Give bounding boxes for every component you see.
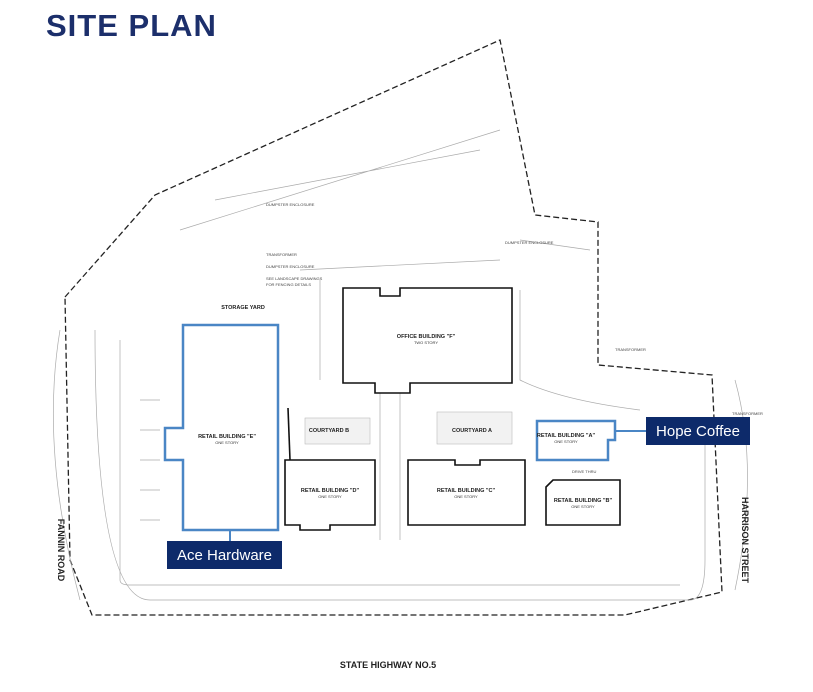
retail-d-stories: ONE STORY — [318, 494, 342, 499]
transformer-note: TRANSFORMER — [266, 252, 297, 257]
office-building-f — [342, 287, 513, 394]
retail-c-stories: ONE STORY — [454, 494, 478, 499]
courtyard-b-wall — [287, 407, 291, 461]
retail-building-b — [545, 479, 621, 526]
hope-coffee-callout: Hope Coffee — [646, 417, 750, 445]
retail-d-label: RETAIL BUILDING "D" — [301, 488, 360, 494]
retail-b-label: RETAIL BUILDING "B" — [554, 498, 613, 504]
dumpster-note: DUMPSTER ENCLOSURE — [266, 264, 315, 269]
fannin-road-label: FANNIN ROAD — [56, 519, 66, 582]
transformer-note: TRANSFORMER — [732, 411, 763, 416]
property-boundary — [64, 39, 723, 616]
courtyard-b-label: COURTYARD B — [309, 428, 349, 434]
landscape-note: FOR FENCING DETAILS — [266, 282, 311, 287]
dumpster-note: DUMPSTER ENCLOSURE — [505, 240, 554, 245]
retail-building-c — [407, 459, 526, 526]
retail-e-label: RETAIL BUILDING "E" — [198, 434, 256, 440]
retail-e-stories: ONE STORY — [215, 440, 239, 445]
retail-building-d — [284, 459, 376, 531]
retail-building-a — [535, 419, 617, 462]
office-f-stories: TWO STORY — [414, 340, 438, 345]
courtyard-a — [436, 411, 513, 445]
transformer-note: TRANSFORMER — [615, 347, 646, 352]
parking-lines — [53, 129, 748, 601]
retail-a-stories: ONE STORY — [554, 439, 578, 444]
state-highway-label: STATE HIGHWAY NO.5 — [340, 660, 436, 670]
drive-thru-label: DRIVE THRU — [572, 469, 596, 474]
courtyard-b — [304, 417, 371, 445]
retail-c-label: RETAIL BUILDING "C" — [437, 488, 496, 494]
page-title: SITE PLAN — [46, 8, 217, 43]
office-f-label: OFFICE BUILDING "F" — [397, 334, 456, 340]
landscape-note: SEE LANDSCAPE DRAWINGS — [266, 276, 323, 281]
ace-hardware-callout: Ace Hardware — [167, 541, 282, 569]
retail-building-e — [163, 323, 280, 532]
retail-b-stories: ONE STORY — [571, 504, 595, 509]
courtyard-a-label: COURTYARD A — [452, 428, 492, 434]
harrison-street-label: HARRISON STREET — [740, 497, 750, 584]
retail-a-label: RETAIL BUILDING "A" — [537, 433, 596, 439]
dumpster-note: DUMPSTER ENCLOSURE — [266, 202, 315, 207]
storage-yard-label: STORAGE YARD — [221, 305, 265, 311]
